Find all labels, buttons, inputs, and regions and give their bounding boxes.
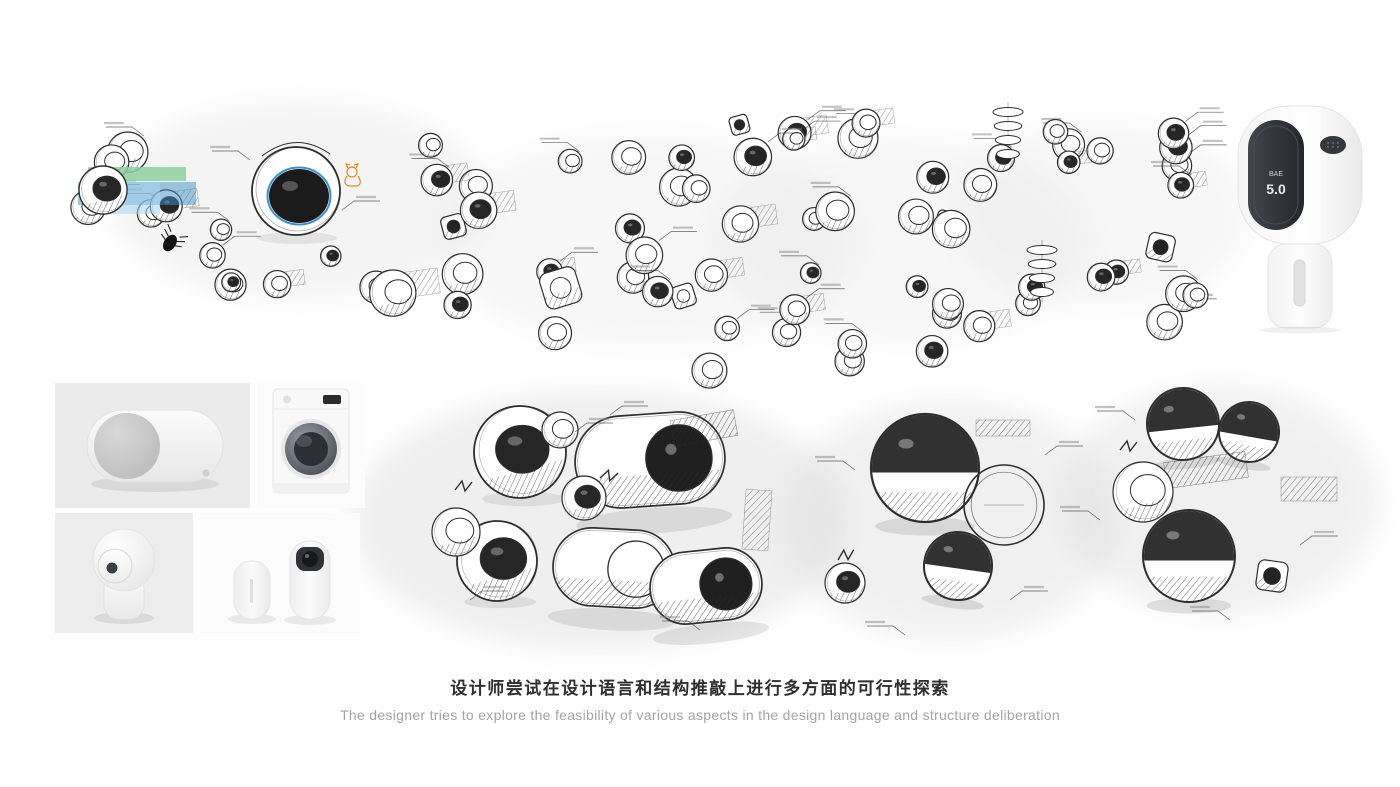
render-badge-small: BAE (1269, 171, 1283, 178)
reference-photo-washing-machine (257, 383, 365, 508)
ball-camera-image (55, 513, 193, 633)
reference-photo-rounded-speaker (55, 383, 250, 508)
rounded-speaker-image (55, 383, 250, 508)
washing-machine-image (257, 383, 365, 508)
product-render: BAE 5.0 (1232, 102, 1368, 334)
robot-face-band (1248, 120, 1304, 230)
caption-english: The designer tries to explore the feasib… (340, 707, 1060, 723)
reference-photo-cylindrical-devices (200, 513, 360, 633)
caption-block: 设计师尝试在设计语言和结构推敲上进行多方面的可行性探索 The designer… (0, 674, 1400, 723)
render-badge-large: 5.0 (1266, 181, 1286, 197)
caption-chinese: 设计师尝试在设计语言和结构推敲上进行多方面的可行性探索 (450, 679, 950, 698)
cylindrical-devices-image (200, 513, 360, 633)
robot-render-image: BAE 5.0 (1237, 105, 1363, 334)
reference-photo-ball-camera (55, 513, 193, 633)
speaker-grill (1320, 136, 1346, 154)
